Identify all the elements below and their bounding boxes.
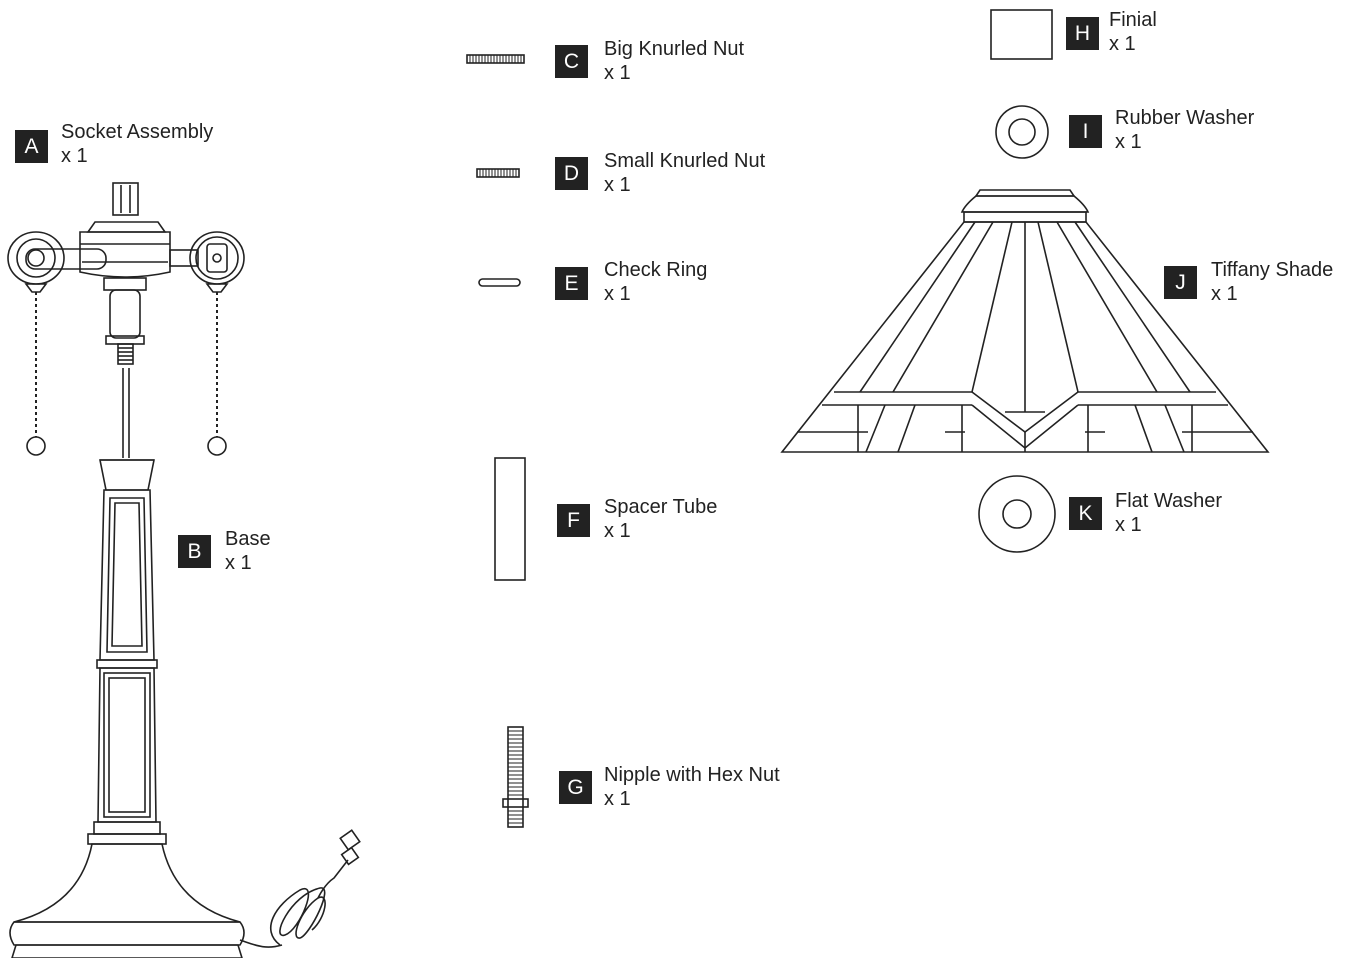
spacer-tube-drawing bbox=[494, 457, 526, 581]
part-h-label: Finial x 1 bbox=[1109, 8, 1157, 56]
part-e-label: Check Ring x 1 bbox=[604, 258, 707, 306]
part-a-name: Socket Assembly bbox=[61, 121, 214, 143]
part-f-qty: x 1 bbox=[604, 520, 631, 542]
big-knurled-nut-drawing bbox=[466, 54, 525, 64]
part-b-label: Base x 1 bbox=[225, 527, 271, 575]
part-c-qty: x 1 bbox=[604, 62, 631, 84]
part-f-label: Spacer Tube x 1 bbox=[604, 495, 717, 543]
base-drawing bbox=[9, 459, 361, 958]
part-j-name: Tiffany Shade bbox=[1211, 259, 1334, 281]
part-k-label: Flat Washer x 1 bbox=[1115, 489, 1222, 537]
part-h-badge: H bbox=[1066, 17, 1099, 50]
part-h-qty: x 1 bbox=[1109, 33, 1136, 55]
part-c-label: Big Knurled Nut x 1 bbox=[604, 37, 744, 85]
part-e-name: Check Ring bbox=[604, 259, 708, 281]
part-k-name: Flat Washer bbox=[1115, 490, 1223, 512]
flat-washer-drawing bbox=[978, 475, 1056, 553]
part-k-qty: x 1 bbox=[1115, 514, 1142, 536]
part-b-badge: B bbox=[178, 535, 211, 568]
part-c-name: Big Knurled Nut bbox=[604, 38, 745, 60]
part-b-name: Base bbox=[225, 528, 271, 550]
nipple-with-hex-nut-drawing bbox=[502, 726, 529, 828]
part-a-label: Socket Assembly x 1 bbox=[61, 120, 213, 168]
part-j-badge: J bbox=[1164, 266, 1197, 299]
check-ring-drawing bbox=[478, 278, 521, 287]
part-b-qty: x 1 bbox=[225, 552, 252, 574]
finial-drawing bbox=[990, 9, 1053, 60]
part-a-qty: x 1 bbox=[61, 145, 88, 167]
part-d-badge: D bbox=[555, 157, 588, 190]
part-g-qty: x 1 bbox=[604, 788, 631, 810]
part-i-badge: I bbox=[1069, 115, 1102, 148]
part-j-label: Tiffany Shade x 1 bbox=[1211, 258, 1333, 306]
part-a-badge: A bbox=[15, 130, 48, 163]
part-g-badge: G bbox=[559, 771, 592, 804]
rubber-washer-drawing bbox=[995, 105, 1049, 159]
part-d-label: Small Knurled Nut x 1 bbox=[604, 149, 765, 197]
part-d-name: Small Knurled Nut bbox=[604, 150, 766, 172]
part-i-name: Rubber Washer bbox=[1115, 107, 1255, 129]
small-knurled-nut-drawing bbox=[476, 168, 520, 178]
part-k-badge: K bbox=[1069, 497, 1102, 530]
part-c-badge: C bbox=[555, 45, 588, 78]
part-j-qty: x 1 bbox=[1211, 283, 1238, 305]
part-g-name: Nipple with Hex Nut bbox=[604, 764, 780, 786]
part-f-badge: F bbox=[557, 504, 590, 537]
part-f-name: Spacer Tube bbox=[604, 496, 718, 518]
part-i-qty: x 1 bbox=[1115, 131, 1142, 153]
socket-assembly-drawing bbox=[7, 182, 245, 458]
part-g-label: Nipple with Hex Nut x 1 bbox=[604, 763, 780, 811]
part-e-badge: E bbox=[555, 267, 588, 300]
part-d-qty: x 1 bbox=[604, 174, 631, 196]
part-e-qty: x 1 bbox=[604, 283, 631, 305]
part-i-label: Rubber Washer x 1 bbox=[1115, 106, 1254, 154]
part-h-name: Finial bbox=[1109, 9, 1157, 31]
tiffany-shade-drawing bbox=[780, 189, 1270, 453]
